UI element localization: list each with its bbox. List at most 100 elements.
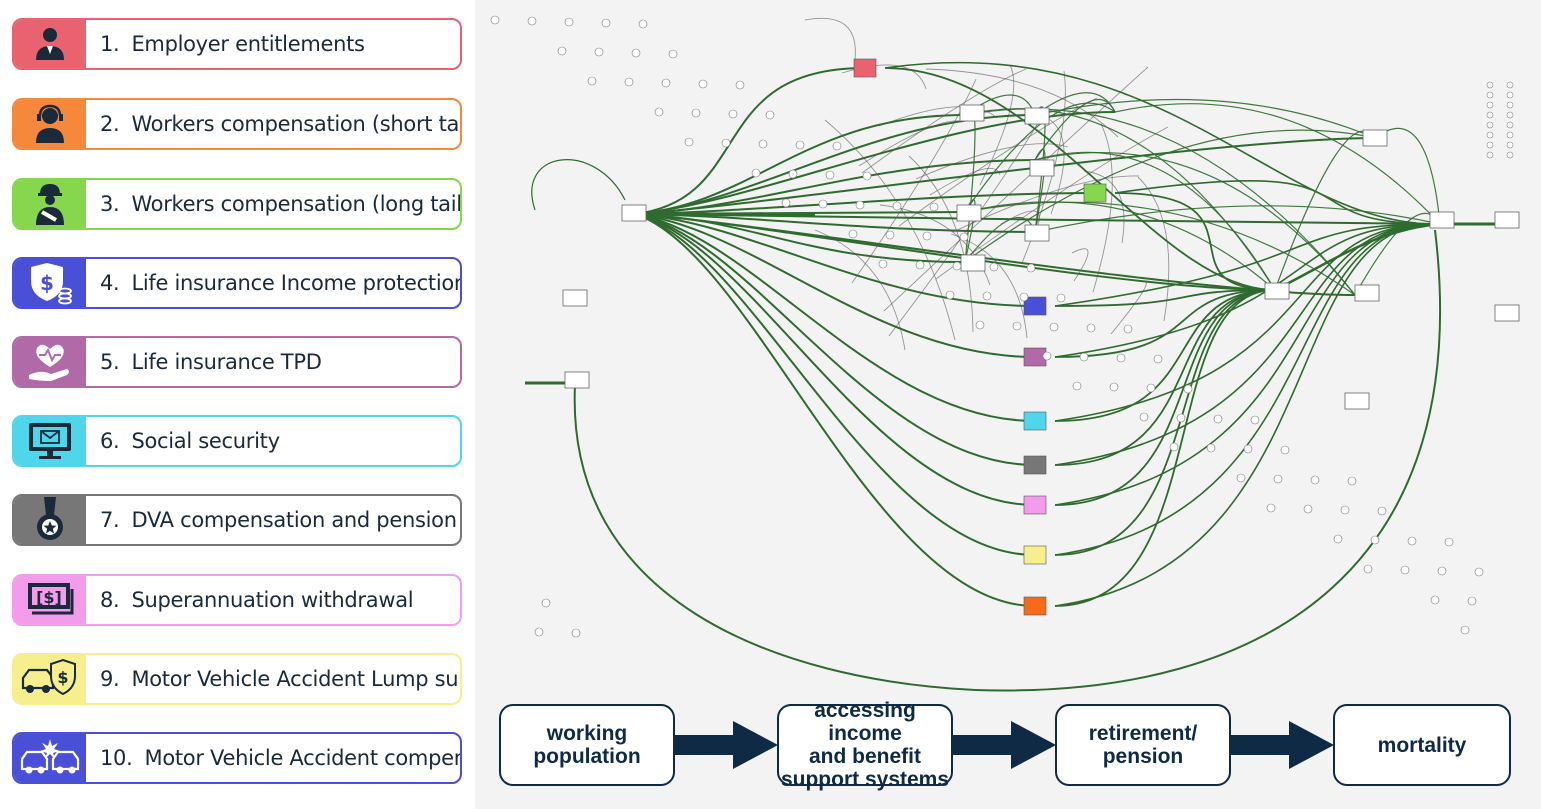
stock-box	[1494, 304, 1520, 322]
legend-item: 10.Motor Vehicle Accident compensation	[12, 732, 462, 784]
flow-line	[888, 107, 1048, 337]
constant-node	[1486, 111, 1494, 119]
legend-icon-box	[14, 180, 86, 228]
flow-line	[925, 68, 1119, 138]
flow-line	[573, 229, 1441, 692]
legend-item: 2.Workers compensation (short tail)	[12, 98, 462, 150]
legend-item: 7.DVA compensation and pension	[12, 494, 462, 546]
legend-item: 1.Employer entitlements	[12, 18, 462, 70]
program-stock-box	[1023, 411, 1047, 431]
legend-label: 9.Motor Vehicle Accident Lump sum	[100, 655, 462, 703]
stage-retirement-pension: retirement/ pension	[1055, 704, 1231, 786]
auxiliary-node	[952, 261, 962, 271]
flow-line	[1083, 170, 1125, 244]
stage-label: retirement/ pension	[1088, 722, 1198, 768]
legend-label: 4.Life insurance Income protection	[100, 259, 460, 307]
legend-number: 8.	[100, 588, 120, 612]
flow-line	[634, 213, 1036, 556]
flow-line	[878, 106, 998, 127]
auxiliary-node	[1370, 535, 1380, 545]
flow-line	[861, 68, 1027, 174]
legend-text: Superannuation withdrawal	[131, 588, 414, 612]
auxiliary-node	[892, 201, 902, 211]
legend-item: 3.Workers compensation (long tail)	[12, 178, 462, 230]
legend-text: Motor Vehicle Accident Lump sum	[131, 667, 462, 691]
auxiliary-node	[564, 17, 574, 27]
flow-line	[1054, 289, 1276, 358]
auxiliary-node	[721, 138, 731, 148]
auxiliary-node	[735, 80, 745, 90]
auxiliary-node	[1437, 566, 1447, 576]
legend-icon-box: $	[14, 259, 86, 307]
stock-box	[1344, 392, 1370, 410]
flow-line	[634, 213, 1356, 296]
auxiliary-node	[922, 231, 932, 241]
flow-line	[851, 78, 977, 284]
legend-text: Workers compensation (short tail)	[131, 112, 462, 136]
flow-line	[1137, 176, 1170, 322]
auxiliary-node	[631, 48, 641, 58]
legend-number: 3.	[100, 192, 120, 216]
constant-node	[1506, 91, 1514, 99]
program-stock-box	[1023, 347, 1047, 367]
auxiliary-node	[587, 76, 597, 86]
auxiliary-node	[1474, 567, 1484, 577]
stock-box	[959, 104, 985, 122]
auxiliary-node	[1333, 534, 1343, 544]
auxiliary-node	[855, 200, 865, 210]
constant-node	[1486, 141, 1494, 149]
legend-number: 7.	[100, 508, 120, 532]
svg-text:[$]: [$]	[36, 588, 62, 607]
flow-line	[1092, 123, 1113, 293]
flow-line	[1054, 223, 1436, 422]
auxiliary-node	[624, 77, 634, 87]
auxiliary-node	[1303, 504, 1313, 514]
legend-item: $9.Motor Vehicle Accident Lump sum	[12, 653, 462, 705]
auxiliary-node	[1213, 414, 1223, 424]
arrow-icon	[953, 721, 1056, 769]
constant-node	[1506, 121, 1514, 129]
auxiliary-node	[1042, 351, 1052, 361]
auxiliary-node	[691, 108, 701, 118]
auxiliary-node	[1123, 324, 1133, 334]
legend-item: 5.Life insurance TPD	[12, 336, 462, 388]
auxiliary-node	[1116, 353, 1126, 363]
legend-label: 1.Employer entitlements	[100, 20, 365, 68]
auxiliary-node	[1250, 415, 1260, 425]
auxiliary-node	[1460, 625, 1470, 635]
auxiliary-node	[1169, 442, 1179, 452]
auxiliary-node	[1407, 536, 1417, 546]
flow-line	[634, 213, 1036, 358]
program-legend: 1.Employer entitlements 2.Workers compens…	[0, 0, 475, 809]
flow-line	[1034, 205, 1441, 233]
auxiliary-node	[1019, 292, 1029, 302]
stock-box	[564, 371, 590, 389]
auxiliary-node	[728, 109, 738, 119]
auxiliary-node	[758, 139, 768, 149]
stage-label: mortality	[1377, 733, 1467, 757]
auxiliary-node	[1340, 505, 1350, 515]
auxiliary-node	[945, 290, 955, 300]
stage-mortality: mortality	[1333, 704, 1511, 786]
flow-line	[634, 213, 1036, 422]
auxiliary-node	[1072, 381, 1082, 391]
auxiliary-node	[975, 320, 985, 330]
flow-line	[964, 102, 1116, 213]
auxiliary-node	[848, 229, 858, 239]
auxiliary-node	[527, 16, 537, 26]
auxiliary-node	[1467, 596, 1477, 606]
program-stock-box	[1023, 596, 1047, 616]
flow-line	[1114, 103, 1441, 225]
program-stock-box	[1023, 455, 1047, 475]
auxiliary-node	[661, 78, 671, 88]
flow-line	[964, 201, 1276, 291]
stock-box	[1429, 211, 1455, 229]
auxiliary-node	[1146, 383, 1156, 393]
auxiliary-node	[832, 141, 842, 151]
stage-accessing-support: accessing income and benefit support sys…	[777, 699, 953, 791]
flow-line	[929, 167, 1001, 196]
stage-label: working population	[533, 722, 641, 768]
flow-line	[964, 129, 1376, 263]
legend-label: 5.Life insurance TPD	[100, 338, 322, 386]
flow-line	[884, 61, 1436, 225]
